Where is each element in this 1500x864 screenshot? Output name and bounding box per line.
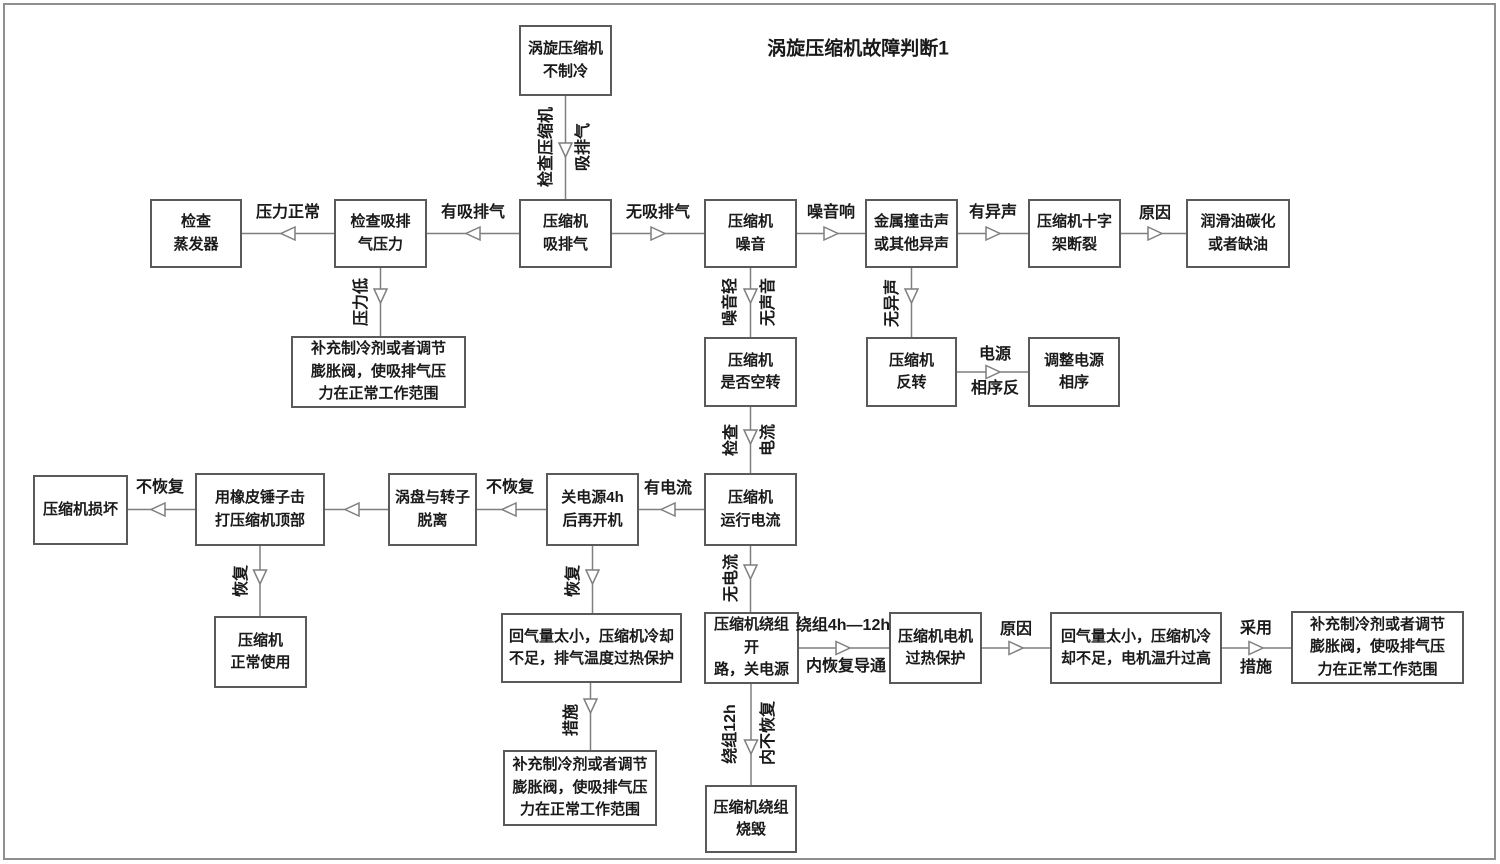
node-refill-left: 补充制冷剂或者调节 膨胀阀，使吸排气压 力在正常工作范围 (291, 336, 466, 408)
node-normal-use: 压缩机 正常使用 (214, 616, 307, 688)
edge-label-no-recover-1: 不恢复 (135, 479, 185, 496)
edge-label-has-current: 有电流 (643, 480, 693, 497)
edge-label-not-recover-12h: 内不恢复 (760, 700, 777, 766)
edge-label-winding-4h-12h: 绕组4h—12h (795, 617, 891, 634)
node-idle-check: 压缩机 是否空转 (704, 337, 797, 407)
edge-label-noise-light: 噪音轻 (722, 277, 739, 327)
edge-label-measure-right: 措施 (1239, 659, 1273, 676)
node-power-off-4h: 关电源4h 后再开机 (546, 473, 639, 546)
edge-label-reason-2: 原因 (999, 621, 1033, 638)
edge-label-no-recover-2: 不恢复 (485, 479, 535, 496)
edge-label-recover-1: 恢复 (233, 564, 250, 598)
edge-label-pressure-normal: 压力正常 (255, 204, 321, 221)
edge-label-suction-exhaust: 吸排气 (575, 122, 592, 172)
node-refill-bottom: 补充制冷剂或者调节 膨胀阀，使吸排气压 力在正常工作范围 (503, 750, 657, 826)
edge-label-pressure-low: 压力低 (353, 277, 370, 327)
edge-label-has-suction: 有吸排气 (440, 204, 506, 221)
node-cross-broken: 压缩机十字 架断裂 (1028, 199, 1121, 268)
edge-label-phase-reversed: 相序反 (970, 380, 1020, 397)
node-scroll-detached: 涡盘与转子 脱离 (388, 473, 477, 546)
node-running-current: 压缩机 运行电流 (704, 473, 797, 546)
edge-label-check: 检查 (723, 423, 740, 457)
edge-label-no-sound: 无声音 (760, 277, 777, 327)
node-check-pressure: 检查吸排 气压力 (334, 199, 427, 268)
edge-label-no-current: 无电流 (723, 553, 740, 603)
node-motor-overheat: 压缩机电机 过热保护 (889, 612, 982, 684)
node-compressor-damaged: 压缩机损坏 (33, 475, 128, 545)
node-discharge-overheat: 回气量太小，压缩机冷却 不足，排气温度过热保护 (501, 613, 682, 683)
edge-label-no-suction: 无吸排气 (625, 204, 691, 221)
edge-label-power: 电源 (978, 346, 1012, 363)
edge-label-abnormal-sound: 有异声 (968, 204, 1018, 221)
edge-label-current: 电流 (760, 423, 777, 457)
node-compressor-reverse: 压缩机 反转 (866, 337, 957, 407)
node-winding-open: 压缩机绕组开 路，关电源 (704, 612, 799, 684)
edge-label-winding-12h: 绕组12h (722, 704, 739, 764)
edge-label-no-abnormal: 无异声 (884, 278, 901, 328)
node-compressor-noise: 压缩机 噪音 (704, 199, 797, 268)
edge-label-measure-bottom: 措施 (563, 703, 580, 737)
node-oil-lack: 润滑油碳化 或者缺油 (1186, 199, 1290, 268)
node-compressor-suction: 压缩机 吸排气 (519, 199, 612, 268)
node-rubber-hammer: 用橡皮锤子击 打压缩机顶部 (195, 473, 325, 546)
node-check-evaporator: 检查 蒸发器 (150, 199, 242, 268)
node-winding-burned: 压缩机绕组 烧毁 (705, 785, 797, 853)
edge-label-noise-loud: 噪音响 (806, 204, 856, 221)
edge-label-recover-2: 恢复 (565, 564, 582, 598)
diagram-title: 涡旋压缩机故障判断1 (767, 38, 949, 60)
node-start: 涡旋压缩机 不制冷 (519, 25, 612, 96)
edge-label-check-compressor: 检查压缩机 (538, 106, 555, 188)
node-motor-temp-high: 回气量太小，压缩机冷 却不足，电机温升过高 (1050, 612, 1222, 684)
edge-label-recover-conduct: 内恢复导通 (805, 658, 887, 675)
node-refill-right: 补充制冷剂或者调节 膨胀阀，使吸排气压 力在正常工作范围 (1291, 611, 1464, 684)
node-adjust-phase: 调整电源 相序 (1028, 337, 1120, 407)
edge-label-reason-1: 原因 (1138, 205, 1172, 222)
node-metal-impact: 金属撞击声 或其他异声 (865, 199, 958, 268)
edge-label-adopt: 采用 (1239, 620, 1273, 637)
